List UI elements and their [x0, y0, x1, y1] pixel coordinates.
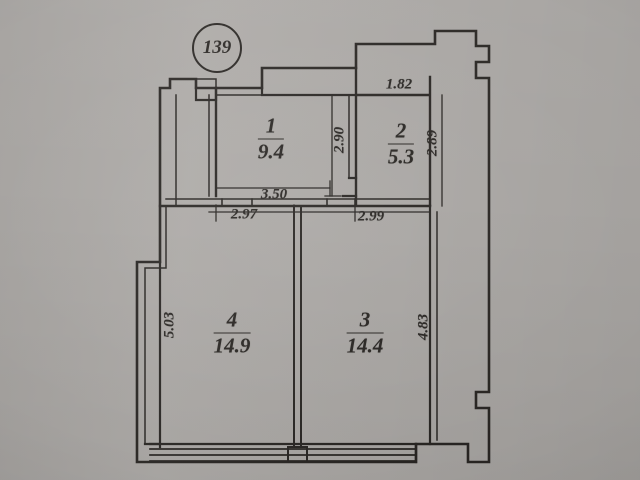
room-number: 3	[346, 309, 384, 334]
room-area: 14.9	[213, 333, 251, 358]
dimension-label-2-89: 2.89	[424, 129, 441, 157]
room4-door-opening	[221, 198, 253, 207]
room-number: 1	[257, 115, 285, 140]
room-label-4: 4 14.9	[213, 309, 251, 358]
room-label-1: 1 9.4	[257, 115, 285, 164]
room-area: 9.4	[257, 139, 285, 164]
room3-room4-partition	[293, 205, 302, 448]
room-number: 2	[387, 120, 415, 145]
room-area: 5.3	[387, 144, 415, 169]
hall-top-wall	[260, 86, 358, 97]
outer-wall-outline	[135, 29, 491, 464]
room2-door-opening	[341, 176, 358, 198]
dimension-label-2-97: 2.97	[230, 206, 258, 223]
outer-wall-inner-face	[144, 94, 177, 445]
left-wall-niche	[143, 260, 162, 449]
room-label-2: 2 5.3	[387, 120, 415, 169]
room-area: 14.4	[346, 333, 384, 358]
room-label-3: 3 14.4	[346, 309, 384, 358]
dimension-label-4-83: 4.83	[415, 313, 432, 341]
dimension-label-1-82: 1.82	[385, 76, 413, 93]
dimension-label-2-90: 2.90	[331, 126, 348, 154]
plan-id-text: 139	[202, 37, 232, 58]
entry-step-mark	[195, 78, 217, 89]
dimension-label-5-03: 5.03	[161, 311, 178, 339]
dimension-label-2-99: 2.99	[357, 208, 385, 225]
balcony-glazing	[149, 448, 417, 462]
plan-id-badge: 139	[192, 23, 242, 73]
dimension-label-3-50: 3.50	[260, 186, 288, 203]
entry-vestibule	[194, 86, 218, 102]
dimension-lines	[208, 69, 443, 222]
room-number: 4	[213, 309, 251, 334]
